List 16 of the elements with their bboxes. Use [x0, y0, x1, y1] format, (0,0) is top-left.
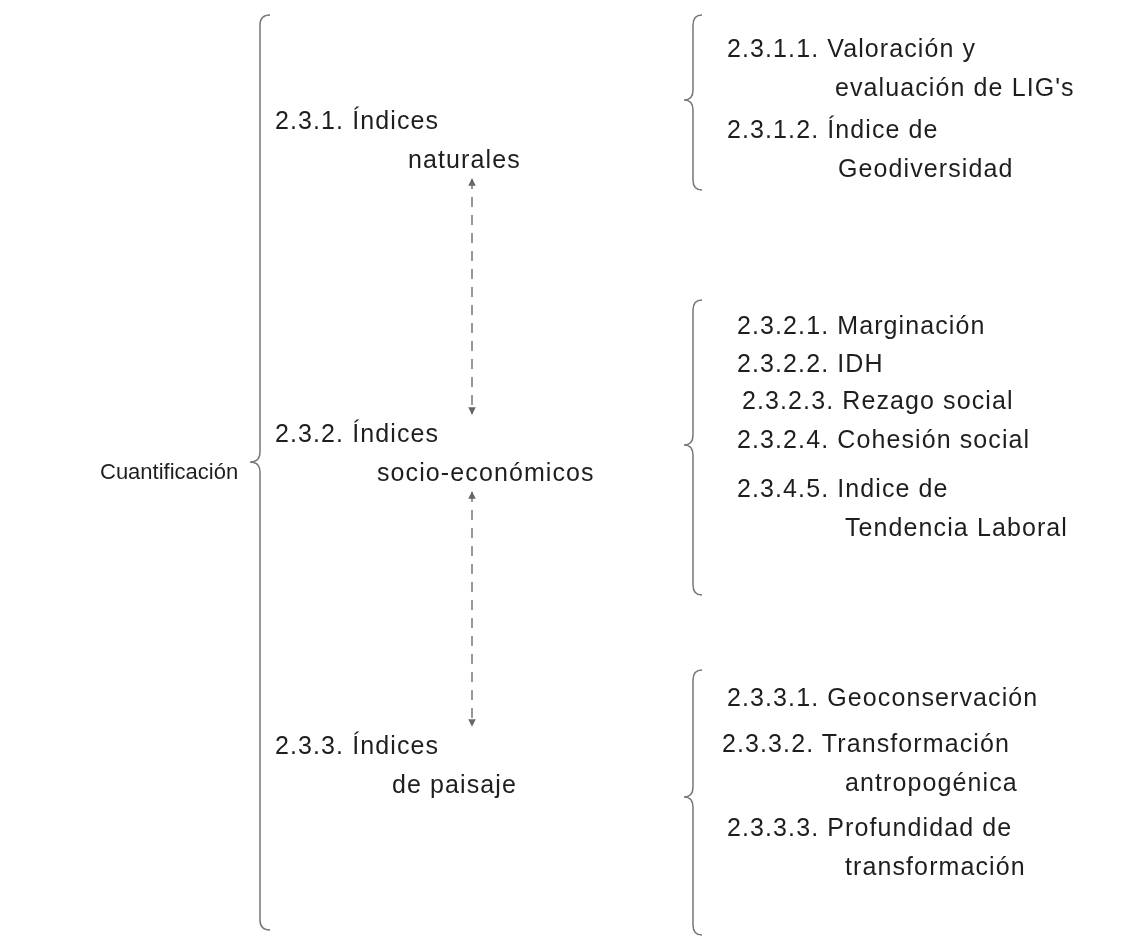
- item-label: 2.3.4.5. Indice de Tendencia Laboral: [737, 469, 1069, 547]
- item-label: 2.3.3.2. Transformación antropogénica: [722, 724, 1018, 802]
- item-label: 2.3.3.3. Profundidad de transformación: [727, 808, 1026, 886]
- item-label: 2.3.1.1. Valoración y evaluación de LIG's: [727, 29, 1075, 107]
- item-label: 2.3.2.2. IDH: [737, 344, 884, 383]
- item-label: 2.3.2.4. Cohesión social: [737, 420, 1031, 459]
- dashed-arrow: [468, 178, 476, 415]
- dashed-arrow: [468, 491, 476, 727]
- item-label: 2.3.3.1. Geoconservación: [727, 678, 1039, 717]
- item-label: 2.3.2.1. Marginación: [737, 306, 986, 345]
- item-label: 2.3.1.2. Índice de Geodiversidad: [727, 110, 1014, 188]
- item-label: 2.3.2. Índices socio-económicos: [275, 414, 595, 492]
- item-label: 2.3.2.3. Rezago social: [742, 381, 1014, 420]
- item-label: 2.3.1. Índices naturales: [275, 101, 521, 179]
- item-label: 2.3.3. Índices de paisaje: [275, 726, 517, 804]
- item-label: Cuantificación: [100, 452, 239, 491]
